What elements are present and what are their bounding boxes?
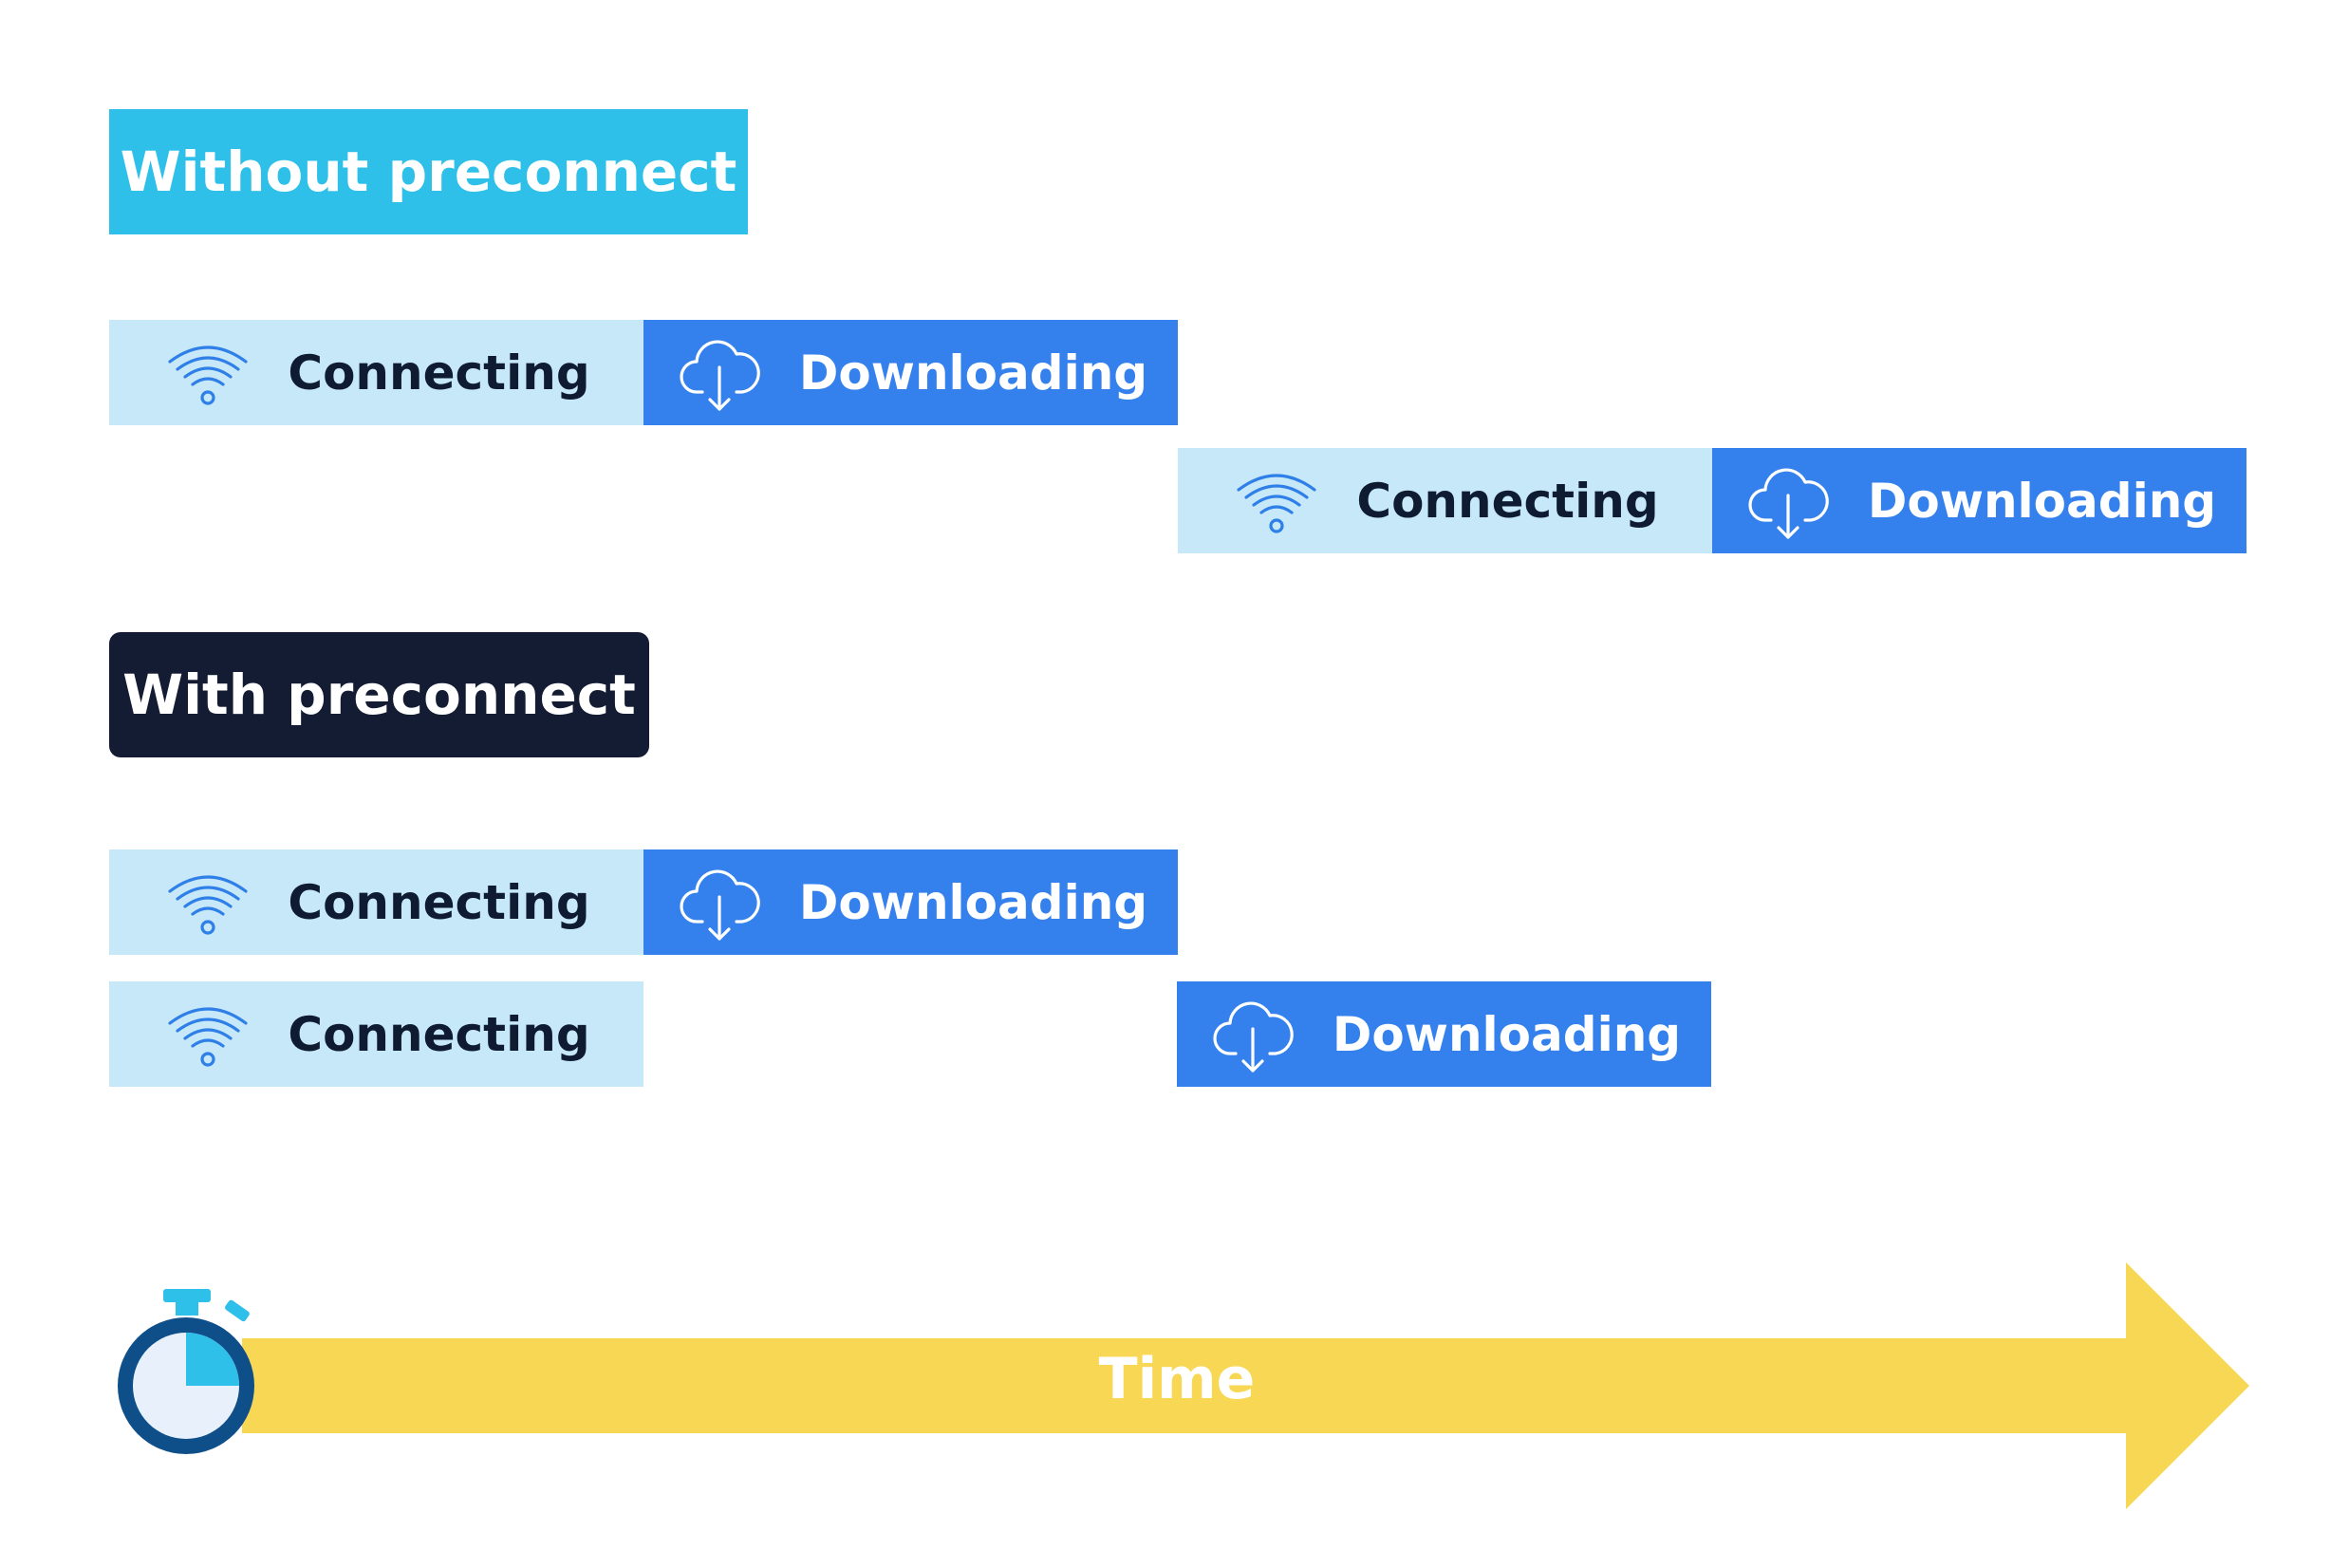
time-arrow [242, 1262, 2249, 1509]
cloud-download-icon [1207, 989, 1298, 1080]
stopwatch-icon [118, 1289, 254, 1454]
wifi-icon [162, 327, 253, 419]
without-preconnect-label: Without preconnect [109, 109, 748, 234]
connecting-label: Connecting [288, 874, 590, 930]
time-axis [0, 1253, 2349, 1538]
with-row2-connecting: Connecting [109, 981, 643, 1087]
cloud-download-icon [674, 857, 765, 948]
connecting-label: Connecting [288, 1006, 590, 1062]
cloud-download-icon [1743, 456, 1834, 547]
without-row1-downloading: Downloading [643, 320, 1178, 425]
without-row2-downloading: Downloading [1712, 448, 2246, 553]
wifi-icon [1231, 456, 1322, 547]
cloud-download-icon [674, 327, 765, 419]
downloading-label: Downloading [798, 874, 1148, 930]
with-preconnect-label: With preconnect [109, 632, 649, 757]
downloading-label: Downloading [1867, 473, 2217, 529]
downloading-label: Downloading [1332, 1006, 1682, 1062]
with-row1-connecting: Connecting [109, 849, 643, 955]
with-preconnect-text: With preconnect [122, 663, 636, 727]
without-row1-connecting: Connecting [109, 320, 643, 425]
time-label: Time [1098, 1346, 1256, 1412]
without-preconnect-text: Without preconnect [120, 140, 737, 204]
without-row2-connecting: Connecting [1178, 448, 1712, 553]
with-row2-downloading: Downloading [1177, 981, 1711, 1087]
wifi-icon [162, 989, 253, 1080]
wifi-icon [162, 857, 253, 948]
connecting-label: Connecting [1356, 473, 1659, 529]
with-row1-downloading: Downloading [643, 849, 1178, 955]
downloading-label: Downloading [798, 345, 1148, 401]
connecting-label: Connecting [288, 345, 590, 401]
